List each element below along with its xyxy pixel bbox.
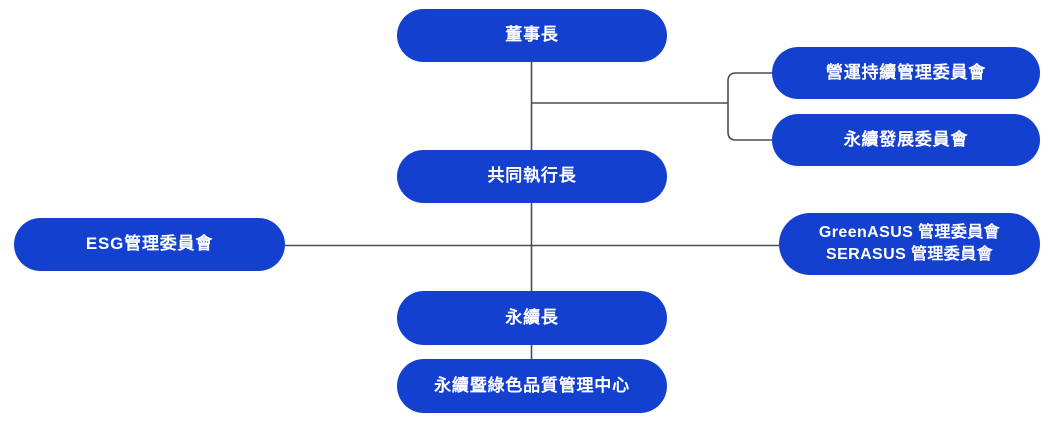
- node-esg-committee-label: ESG管理委員會: [85, 234, 214, 254]
- node-sustainable-development-committee-label: 永續發展委員會: [843, 129, 969, 149]
- node-serasus-committee-label: SERASUS 管理委員會: [826, 246, 993, 263]
- node-chief-sustainability-officer-label: 永續長: [505, 307, 559, 327]
- node-esg-committee: ESG管理委員會: [14, 218, 285, 271]
- node-co-ceo: 共同執行長: [397, 150, 667, 203]
- node-sustainability-green-quality-center: 永續暨綠色品質管理中心: [397, 359, 667, 413]
- node-chairman-label: 董事長: [505, 25, 559, 45]
- node-chief-sustainability-officer: 永續長: [397, 291, 667, 345]
- node-greenasus-committee-label: GreenASUS 管理委員會: [818, 224, 1001, 242]
- node-co-ceo-label: 共同執行長: [487, 166, 577, 186]
- node-business-continuity-committee: 營運持續管理委員會: [772, 47, 1040, 99]
- node-green-serasus-committee: GreenASUS 管理委員會 SERASUS 管理委員會: [779, 213, 1040, 275]
- node-sustainability-green-quality-center-label: 永續暨綠色品質管理中心: [434, 375, 630, 395]
- connector-right-bracket: [727, 72, 772, 141]
- node-chairman: 董事長: [397, 9, 667, 62]
- node-sustainable-development-committee: 永續發展委員會: [772, 114, 1040, 166]
- node-business-continuity-committee-label: 營運持續管理委員會: [825, 62, 987, 82]
